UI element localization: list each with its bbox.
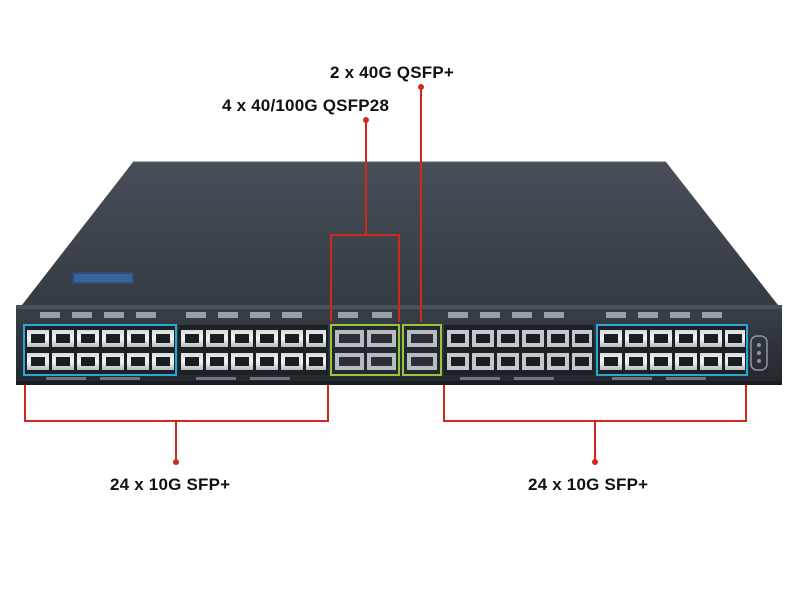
sfp-block-right-1 (444, 325, 594, 375)
label-qsfp28: 4 x 40/100G QSFP28 (222, 96, 390, 115)
label-sfp-right: 24 x 10G SFP+ (528, 475, 649, 494)
sfp-block-left-1 (23, 324, 177, 376)
chassis-top (22, 162, 778, 305)
callout-sfp-left (24, 385, 329, 422)
qsfp28-block (330, 324, 400, 376)
sfp-block-right-2 (596, 324, 748, 376)
callout-lines (24, 84, 747, 465)
brand-logo (72, 272, 134, 284)
qsfp-plus-block (402, 324, 442, 376)
callout-qsfp28-bracket (330, 234, 400, 322)
sfp-block-left-2 (178, 325, 328, 375)
front-bottom-leds (46, 377, 706, 380)
front-top-leds (40, 312, 722, 318)
label-sfp-left: 24 x 10G SFP+ (110, 475, 231, 494)
console-port (750, 335, 768, 371)
callout-sfp-right (443, 385, 747, 422)
label-qsfp-plus: 2 x 40G QSFP+ (330, 63, 455, 82)
